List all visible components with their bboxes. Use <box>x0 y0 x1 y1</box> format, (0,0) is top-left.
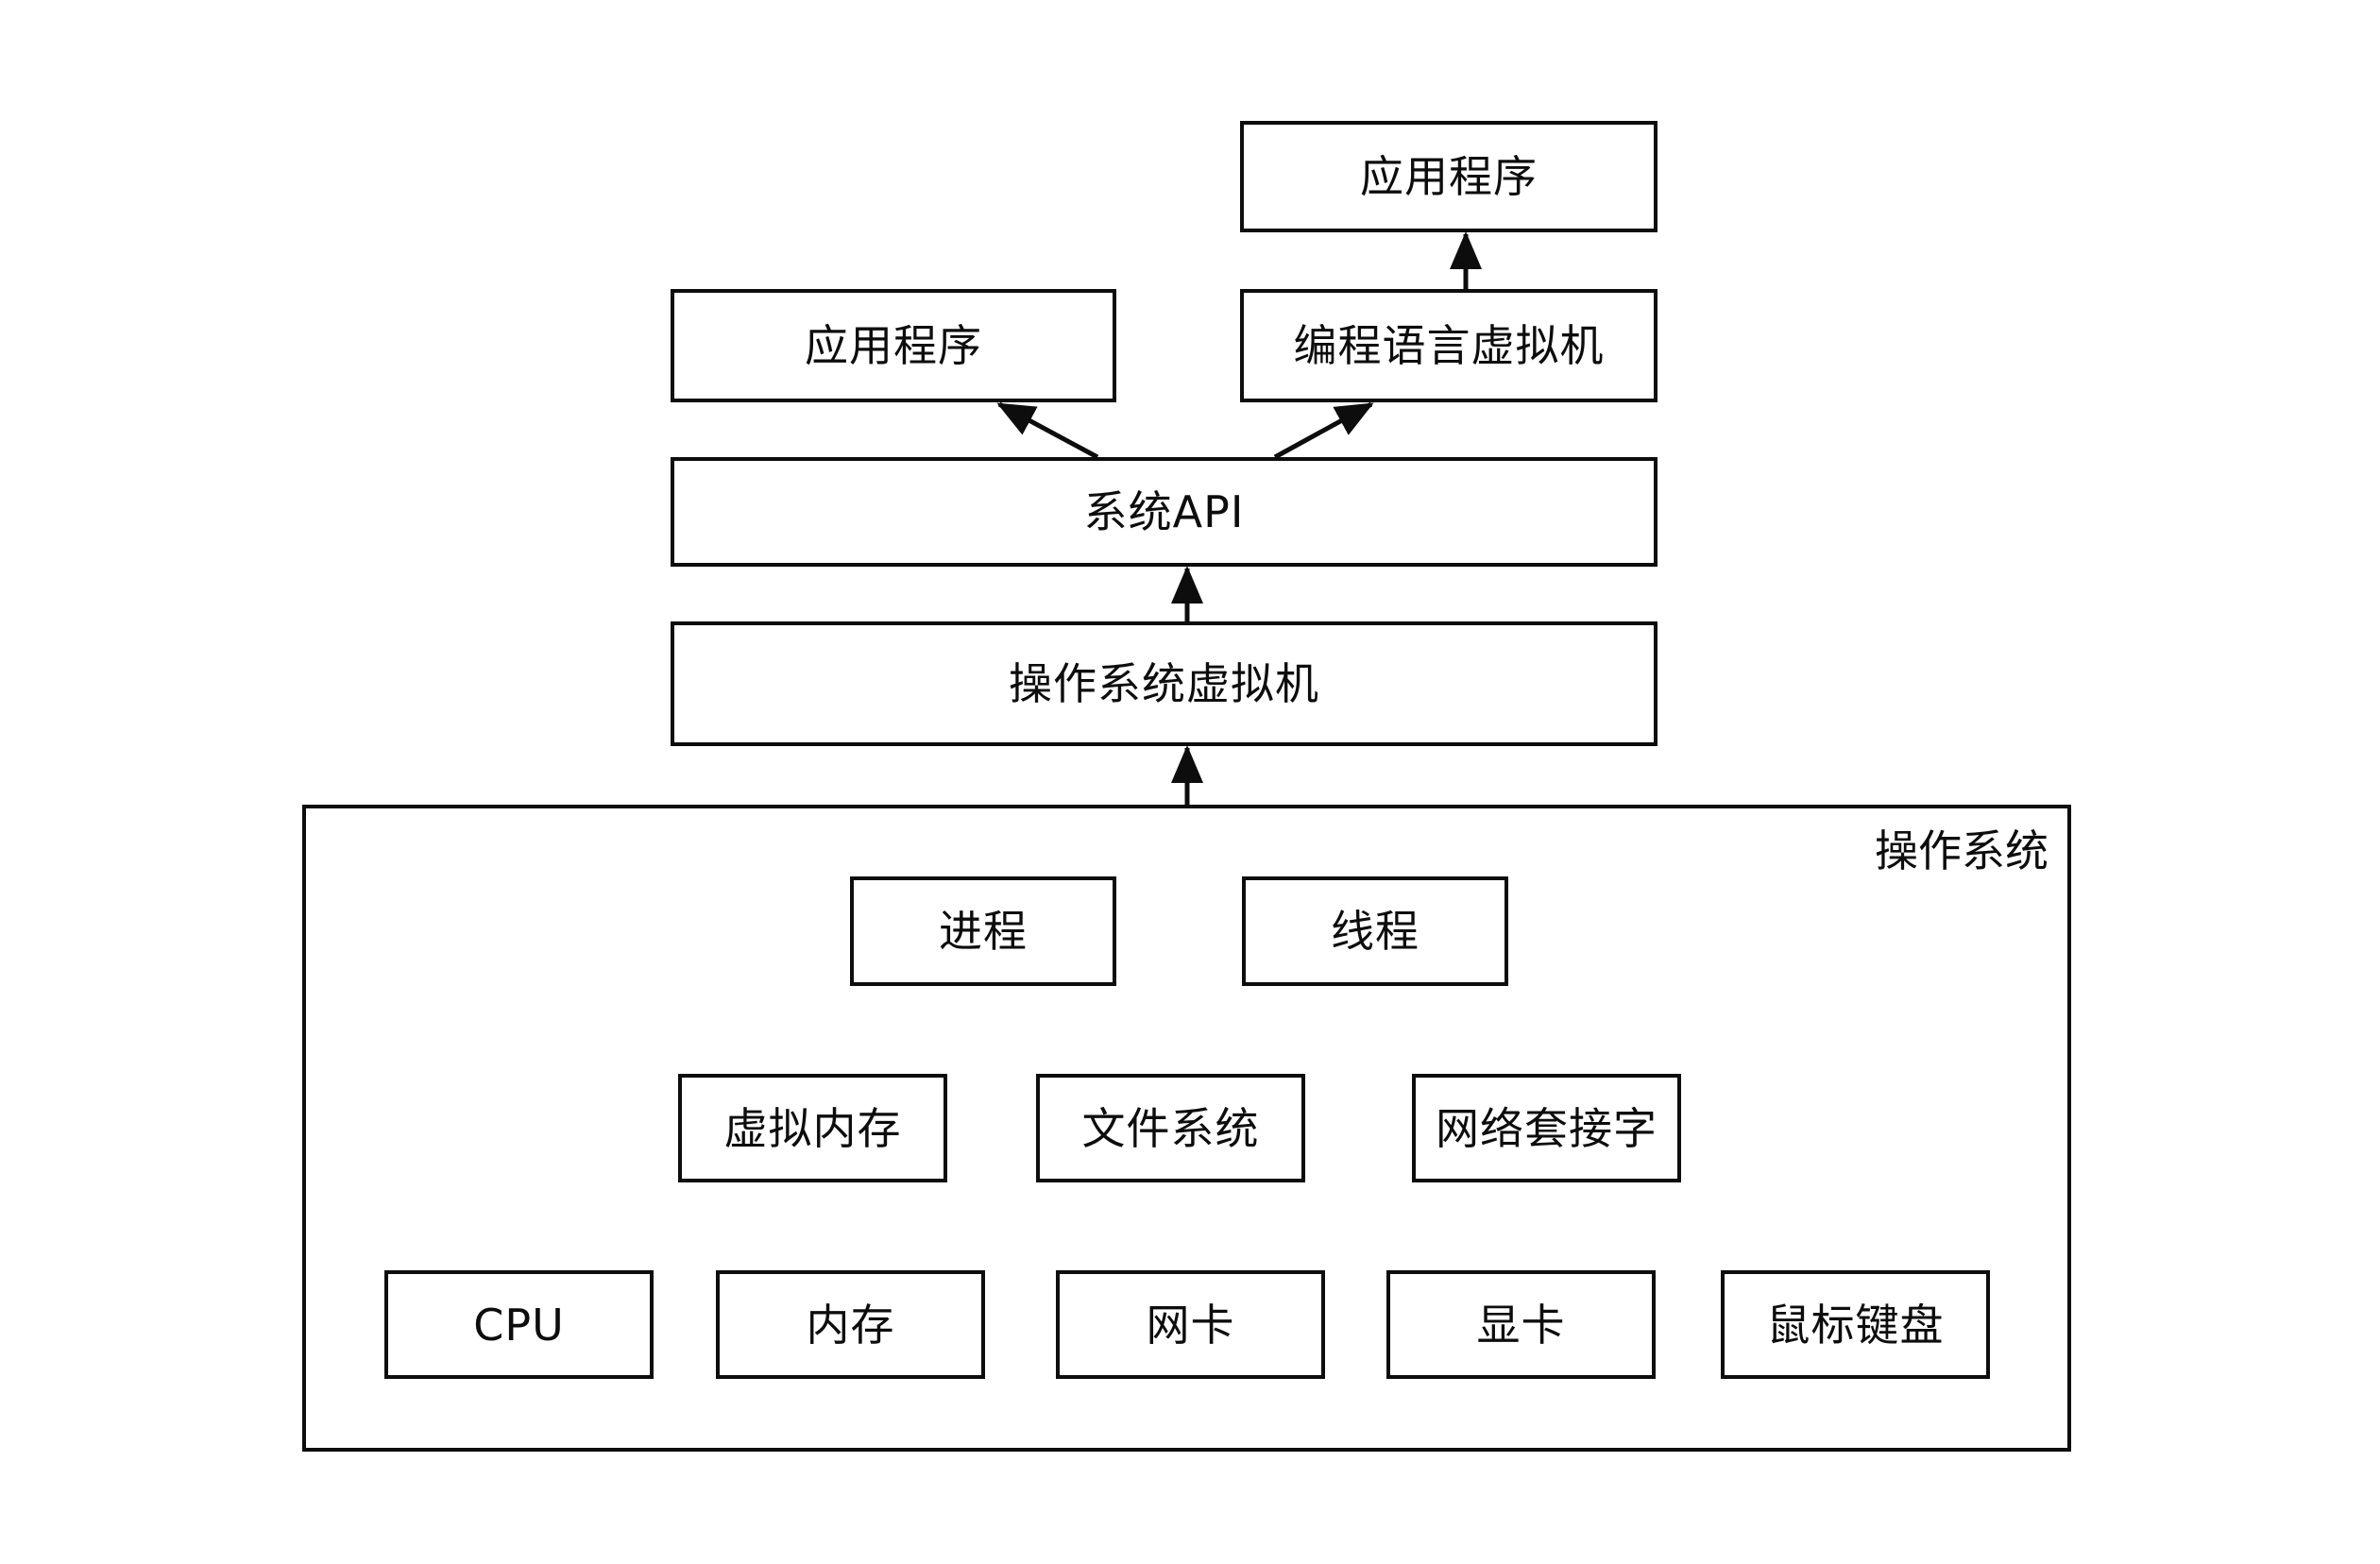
os-component-box: 虚拟内存 <box>678 1074 947 1182</box>
box-label: 线程 <box>1331 906 1420 957</box>
box-label: CPU <box>473 1299 565 1351</box>
os-component-box: 文件系统 <box>1036 1074 1305 1182</box>
system-api-to-lang-vm <box>1273 401 1374 460</box>
box-application-left: 应用程序 <box>671 289 1116 402</box>
os-component-box: 显卡 <box>1386 1270 1656 1379</box>
box-os-virtual-machine: 操作系统虚拟机 <box>671 621 1658 746</box>
os-component-box: CPU <box>384 1270 654 1379</box>
box-label: 应用程序 <box>805 320 982 371</box>
box-label: 内存 <box>806 1299 895 1351</box>
system-api-to-app-left <box>996 401 1099 460</box>
box-label: 文件系统 <box>1081 1102 1260 1154</box>
box-label: 鼠标键盘 <box>1766 1299 1945 1351</box>
box-label: 编程语言虚拟机 <box>1293 320 1605 371</box>
os-component-box: 进程 <box>850 876 1116 986</box>
box-label: 进程 <box>939 906 1028 957</box>
os-component-box: 网络套接字 <box>1412 1074 1681 1182</box>
box-label: 网卡 <box>1146 1299 1235 1351</box>
os-container-label: 操作系统 <box>1875 825 2048 876</box>
box-system-api: 系统API <box>671 457 1658 567</box>
box-label: 显卡 <box>1476 1299 1566 1351</box>
os-component-box: 内存 <box>716 1270 985 1379</box>
os-component-box: 鼠标键盘 <box>1721 1270 1990 1379</box>
box-label: 网络套接字 <box>1436 1102 1658 1154</box>
box-label: 应用程序 <box>1360 151 1538 202</box>
box-application-top: 应用程序 <box>1240 121 1658 232</box>
os-component-box: 网卡 <box>1056 1270 1325 1379</box>
box-language-virtual-machine: 编程语言虚拟机 <box>1240 289 1658 402</box>
box-label: 系统API <box>1083 486 1245 537</box>
box-label: 虚拟内存 <box>723 1102 902 1154</box>
box-label: 操作系统虚拟机 <box>1009 658 1319 709</box>
os-component-box: 线程 <box>1242 876 1508 986</box>
